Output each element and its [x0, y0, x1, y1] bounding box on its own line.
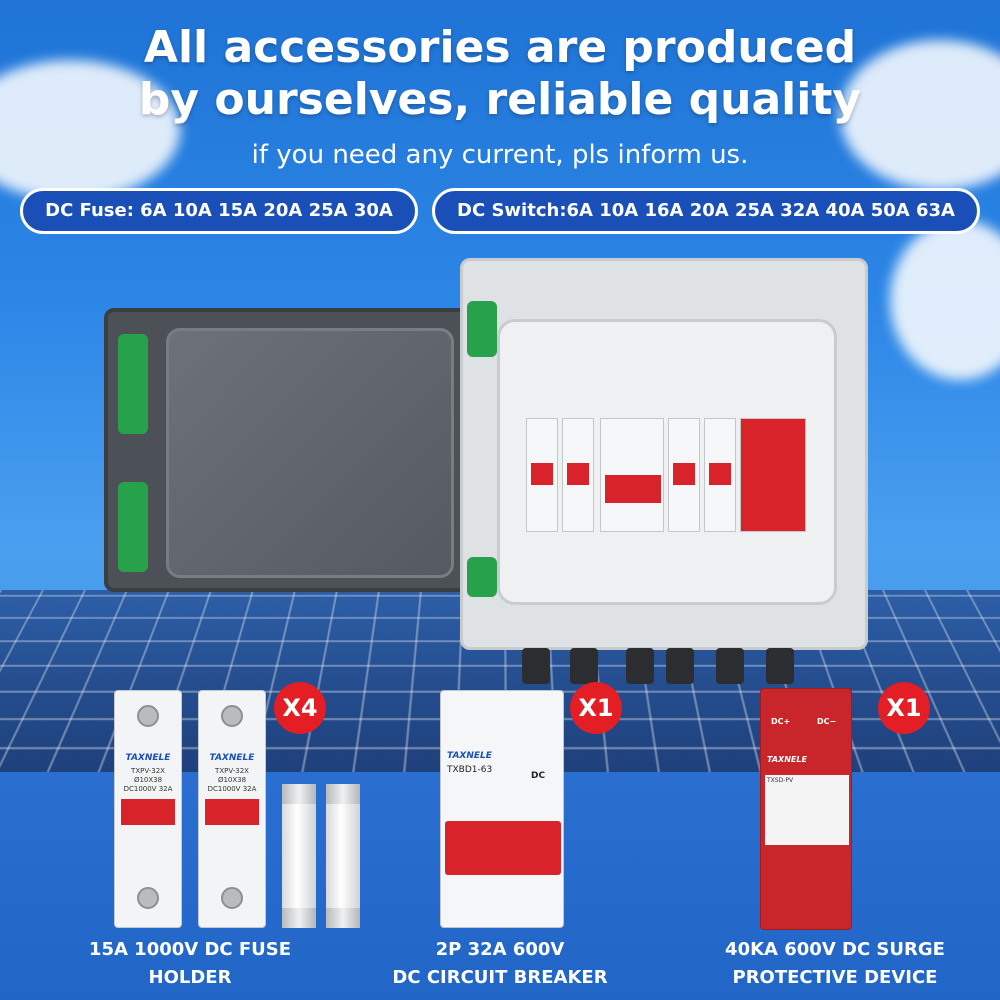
caption-breaker: 2P 32A 600V DC CIRCUIT BREAKER [392, 939, 608, 988]
screw-icon [137, 705, 159, 727]
holder-spec: TXPV-32X Ø10X38 DC1000V 32A [123, 767, 173, 793]
fuse-holder: TAXNELE TXPV-32X Ø10X38 DC1000V 32A [114, 690, 182, 928]
caption-holder: 15A 1000V DC FUSE HOLDER [88, 939, 292, 988]
enclosure-door [104, 308, 472, 592]
fuse-holder-device [668, 418, 700, 532]
fuse-cartridge [282, 784, 316, 928]
hinge-clip [118, 334, 148, 434]
screw-icon [221, 887, 243, 909]
screw-icon [221, 705, 243, 727]
enclosure-box [460, 258, 868, 650]
fuse-holder: TAXNELE TXPV-32X Ø10X38 DC1000V 32A [198, 690, 266, 928]
breaker-device [600, 418, 664, 532]
cable-gland [570, 648, 598, 684]
breaker-model: TXBD1-63 [447, 765, 493, 775]
fuse-ratings-pill: DC Fuse: 6A 10A 15A 20A 25A 30A [20, 188, 418, 234]
breaker-brand: TAXNELE [447, 751, 492, 761]
headline-line2: by ourselves, reliable quality [138, 74, 862, 125]
screw-icon [137, 887, 159, 909]
cable-gland [522, 648, 550, 684]
cable-gland [716, 648, 744, 684]
holder-spec: TXPV-32X Ø10X38 DC1000V 32A [207, 767, 257, 793]
fuse-window [121, 799, 175, 825]
fuse-cartridge [326, 784, 360, 928]
door-window [166, 328, 454, 578]
headline-line1: All accessories are produced [143, 22, 857, 73]
surge-device [740, 418, 806, 532]
spd-brand: TAXNELE [767, 755, 807, 764]
headline: All accessories are produced by ourselve… [0, 22, 1000, 126]
fuse-holder-device [526, 418, 558, 532]
cable-gland [766, 648, 794, 684]
quantity-badge-holder: X4 [274, 682, 326, 734]
spd-pole-neg: DC− [817, 717, 837, 726]
hinge-clip [118, 482, 148, 572]
subline: if you need any current, pls inform us. [251, 140, 749, 170]
quantity-badge-spd: X1 [878, 682, 930, 734]
holder-brand: TAXNELE [125, 753, 171, 763]
cable-gland [626, 648, 654, 684]
enclosure-interior [497, 319, 837, 605]
fuse-holder-device [562, 418, 594, 532]
fuse-holder-device [704, 418, 736, 532]
cable-gland [666, 648, 694, 684]
cloud [840, 40, 1000, 190]
hinge-clip [467, 301, 497, 357]
surge-protector: DC+ DC− TAXNELE TXSD-PV [760, 688, 852, 930]
quantity-badge-breaker: X1 [570, 682, 622, 734]
cloud [890, 220, 1000, 380]
spd-label: TXSD-PV [765, 775, 849, 845]
spd-pole-pos: DC+ [771, 717, 791, 726]
hinge-clip [467, 557, 497, 597]
fuse-window [205, 799, 259, 825]
breaker-handle [445, 821, 561, 875]
switch-ratings-pill: DC Switch:6A 10A 16A 20A 25A 32A 40A 50A… [432, 188, 980, 234]
holder-brand: TAXNELE [209, 753, 255, 763]
cloud [0, 60, 180, 200]
dc-breaker: TAXNELE TXBD1-63 DC [440, 690, 564, 928]
caption-spd: 40KA 600V DC SURGE PROTECTIVE DEVICE [725, 939, 945, 988]
breaker-dc-label: DC [531, 771, 546, 781]
